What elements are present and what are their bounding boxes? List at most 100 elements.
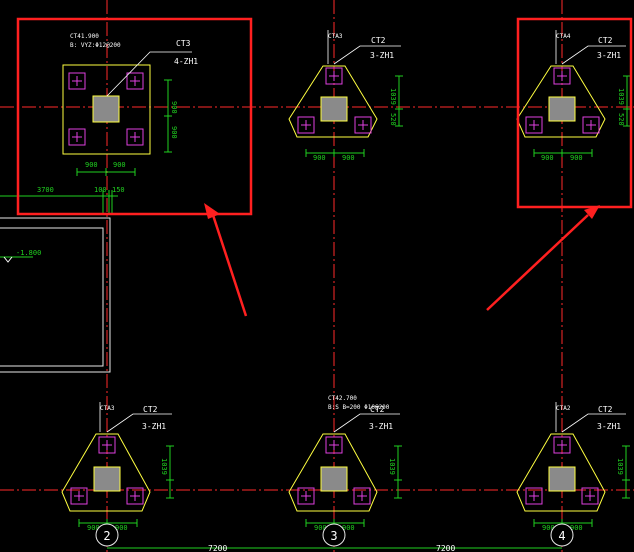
axis-bubble bbox=[550, 523, 574, 547]
pit-outer-outline bbox=[0, 217, 111, 373]
cap-note: CTA2 bbox=[556, 405, 571, 412]
dim-text: 900 bbox=[570, 524, 583, 532]
pile-count: 4-ZH1 bbox=[174, 57, 198, 66]
arrowhead-icon bbox=[584, 205, 600, 219]
dim-text: 1039 bbox=[388, 458, 396, 475]
column-block bbox=[320, 96, 348, 122]
dimension-line-vertical bbox=[395, 75, 403, 127]
dim-text: 900 bbox=[85, 161, 98, 169]
axis-bubbles: 2 3 4 bbox=[95, 523, 574, 547]
pile-marker bbox=[126, 72, 144, 90]
cap-note: CTA4 bbox=[556, 33, 571, 40]
leader-line bbox=[106, 51, 192, 97]
dimension-line-horizontal bbox=[78, 519, 138, 527]
pile-cap-ct2-axis4-bottom[interactable]: 1039 900 900 CTA2 CT2 3-ZH1 bbox=[516, 402, 630, 532]
highlight-arrow-right bbox=[486, 214, 589, 311]
leader-line bbox=[333, 45, 401, 65]
dim-text: 900 bbox=[342, 524, 355, 532]
dimension-line-vertical bbox=[164, 79, 172, 153]
pile-cap-ct3[interactable]: 900 900 900 900 CT3 4-ZH1 CT41.900 B: VY… bbox=[62, 33, 198, 176]
pile-marker bbox=[553, 67, 571, 85]
cap-mark: CT2 bbox=[598, 36, 613, 45]
dimension-line-horizontal bbox=[305, 519, 365, 527]
dim-text: 100 bbox=[94, 186, 107, 194]
elevation-label: -1.800 bbox=[16, 249, 41, 257]
pile-marker bbox=[68, 128, 86, 146]
highlight-annotations bbox=[16, 17, 633, 317]
pile-marker bbox=[297, 487, 315, 505]
pile-marker bbox=[126, 487, 144, 505]
pile-marker bbox=[581, 487, 599, 505]
pile-marker bbox=[325, 67, 343, 85]
dimension-line-horizontal bbox=[533, 519, 593, 527]
dim-text: 900 bbox=[170, 126, 178, 139]
cap-note: CT41.900 bbox=[70, 33, 99, 40]
column-block bbox=[548, 96, 576, 122]
dimension-line-vertical bbox=[166, 445, 174, 499]
axis-label: 2 bbox=[103, 529, 110, 543]
dim-text: 900 bbox=[570, 154, 583, 162]
pile-cap-ct2-axis3-top[interactable]: 1039 520 900 900 CTA3 CT2 3-ZH1 bbox=[288, 30, 403, 162]
pile-marker bbox=[525, 487, 543, 505]
dim-text: 150 bbox=[112, 186, 125, 194]
dimension-line-horizontal bbox=[533, 149, 593, 157]
dimension-line-horizontal bbox=[305, 149, 365, 157]
pile-marker bbox=[582, 116, 600, 134]
cap-note: CTA3 bbox=[328, 33, 343, 40]
axis-bubble bbox=[95, 523, 119, 547]
pile-marker bbox=[525, 116, 543, 134]
pit-frame: -1.800 bbox=[0, 217, 111, 373]
leader-line bbox=[333, 413, 400, 433]
dimension-chain bbox=[0, 190, 118, 214]
pile-marker bbox=[553, 436, 571, 454]
column-block bbox=[548, 466, 576, 492]
pile-marker bbox=[98, 436, 116, 454]
dimension-line-vertical bbox=[622, 445, 630, 499]
axis-label: 4 bbox=[558, 529, 565, 543]
cap-outline bbox=[288, 65, 378, 138]
pile-count: 3-ZH1 bbox=[369, 422, 393, 431]
dim-text: 900 bbox=[115, 524, 128, 532]
pile-cap-ct2-axis4-top[interactable]: 1039 520 900 900 CTA4 CT2 3-ZH1 bbox=[516, 30, 631, 162]
dimension-line-vertical bbox=[623, 75, 631, 127]
leader-line bbox=[561, 45, 626, 65]
cap-mark: CT3 bbox=[176, 39, 191, 48]
dim-text: 900 bbox=[342, 154, 355, 162]
highlight-box-left bbox=[16, 17, 253, 216]
cap-mark: CT2 bbox=[370, 405, 385, 414]
highlight-box-right bbox=[516, 17, 633, 209]
pile-marker bbox=[126, 128, 144, 146]
dim-text: 900 bbox=[170, 101, 178, 114]
dim-text: 1039 bbox=[616, 458, 624, 475]
pile-marker bbox=[70, 487, 88, 505]
pile-count: 3-ZH1 bbox=[370, 51, 394, 60]
cap-note: CTA3 bbox=[100, 405, 115, 412]
dim-text: 520 bbox=[389, 113, 397, 126]
axis-bubble bbox=[322, 523, 346, 547]
dimension-line-horizontal bbox=[76, 168, 136, 176]
column-block bbox=[93, 466, 121, 492]
leader-line bbox=[106, 413, 172, 433]
column-block bbox=[92, 95, 120, 123]
cap-outline bbox=[62, 64, 151, 155]
pile-cap-ct2-axis3-bottom[interactable]: 1039 900 900 CT42.700 B:S B=200 Φ10@200 … bbox=[288, 395, 402, 532]
cap-note: B: VYZ:Φ12@200 bbox=[70, 42, 121, 49]
cap-outline bbox=[516, 433, 606, 512]
cap-outline bbox=[61, 433, 151, 512]
dimension-ticks bbox=[102, 190, 113, 214]
dim-text: 900 bbox=[542, 524, 555, 532]
dim-text: 1039 bbox=[389, 88, 397, 105]
cap-mark: CT2 bbox=[371, 36, 386, 45]
dim-text: 900 bbox=[541, 154, 554, 162]
cap-note: CT42.700 bbox=[328, 395, 357, 402]
pile-count: 3-ZH1 bbox=[142, 422, 166, 431]
dim-text: 900 bbox=[314, 524, 327, 532]
dim-text: 1039 bbox=[617, 88, 625, 105]
pile-count: 3-ZH1 bbox=[597, 422, 621, 431]
dim-text: 520 bbox=[617, 113, 625, 126]
axis-label: 3 bbox=[330, 529, 337, 543]
pile-cap-ct2-axis2-bottom[interactable]: 1039 900 900 CTA3 CT2 3-ZH1 bbox=[61, 402, 174, 532]
dim-text: 900 bbox=[313, 154, 326, 162]
